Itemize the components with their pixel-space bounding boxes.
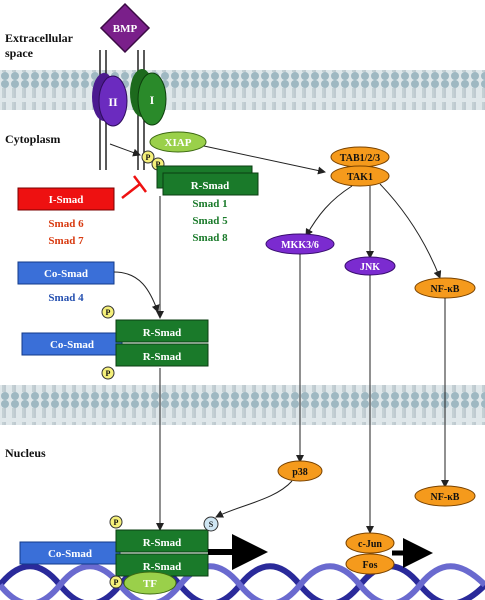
- svg-text:II: II: [108, 95, 118, 109]
- phospho-badge: P: [109, 515, 123, 529]
- svg-text:R-Smad: R-Smad: [143, 351, 182, 363]
- xiap-node: XIAP: [149, 131, 207, 153]
- extracellular-label-2: space: [5, 46, 34, 60]
- svg-text:MKK3/6: MKK3/6: [281, 240, 319, 251]
- svg-text:BMP: BMP: [113, 23, 138, 35]
- xiap-tak1-arrow: [203, 145, 326, 175]
- svg-text:P: P: [106, 369, 111, 378]
- phospho-badge: P: [141, 150, 155, 164]
- phospho-badge: P: [101, 305, 115, 319]
- svg-text:P: P: [114, 578, 119, 587]
- nfkb-node: NF-κB: [414, 277, 476, 299]
- r-smad-member: Smad 5: [192, 215, 228, 227]
- r-smad-member: Smad 1: [192, 198, 227, 210]
- svg-text:P: P: [114, 518, 119, 527]
- nfkb-nuclear-node: NF-κB: [414, 485, 476, 507]
- co-smad-arrow: [113, 271, 160, 313]
- tak1-mkk-arrow: [305, 185, 353, 237]
- dna-helix: [0, 563, 485, 600]
- jnk-node: JNK: [344, 256, 396, 276]
- svg-text:R-Smad: R-Smad: [143, 561, 182, 573]
- tak1-node: TAK1: [330, 165, 390, 187]
- smad-complex-cytoplasm: Co-Smad R-Smad R-Smad: [21, 319, 209, 367]
- svg-text:P: P: [146, 153, 151, 162]
- mkk-node: MKK3/6: [265, 233, 335, 255]
- svg-text:TF: TF: [143, 578, 157, 590]
- p38-node: p38: [277, 460, 323, 482]
- cjun-node: c-Jun: [345, 532, 395, 554]
- tab-node: TAB1/2/3: [330, 146, 390, 168]
- p38-smad-arrow: [215, 480, 293, 518]
- tak1-nfkb-arrow: [379, 183, 442, 279]
- co-smad-box: Co-Smad: [17, 261, 115, 285]
- svg-text:c-Jun: c-Jun: [358, 539, 382, 550]
- phospho-badge: P: [109, 575, 123, 589]
- phospho-badge: P: [101, 366, 115, 380]
- smad-complex-nucleus: Co-Smad R-Smad R-Smad: [19, 529, 209, 577]
- extracellular-label: Extracellular: [5, 31, 74, 45]
- svg-text:I-Smad: I-Smad: [49, 194, 84, 206]
- svg-text:TAB1/2/3: TAB1/2/3: [340, 153, 380, 164]
- i-smad-member: Smad 7: [48, 235, 84, 247]
- svg-text:R-Smad: R-Smad: [143, 327, 182, 339]
- sumo-badge: S: [203, 516, 219, 532]
- cytoplasm-label: Cytoplasm: [5, 132, 60, 146]
- i-smad-box: I-Smad: [17, 187, 115, 211]
- svg-text:R-Smad: R-Smad: [191, 180, 230, 192]
- plasma-membrane: [0, 70, 485, 110]
- svg-text:P: P: [156, 160, 161, 169]
- activation-arrow: [109, 143, 141, 157]
- inhibition-bar: [121, 175, 147, 199]
- svg-text:Fos: Fos: [363, 560, 378, 571]
- svg-text:XIAP: XIAP: [165, 137, 192, 149]
- type-i-receptor: I: [130, 69, 167, 126]
- bmp-ligand: BMP: [99, 2, 151, 54]
- r-smad-box: R-Smad: [156, 165, 259, 196]
- svg-text:Co-Smad: Co-Smad: [50, 339, 94, 351]
- svg-text:Co-Smad: Co-Smad: [44, 268, 88, 280]
- i-smad-member: Smad 6: [48, 218, 84, 230]
- svg-text:p38: p38: [292, 467, 308, 478]
- svg-text:P: P: [106, 308, 111, 317]
- type-ii-receptor: II: [92, 73, 128, 127]
- nuclear-membrane: [0, 385, 485, 425]
- svg-text:I: I: [150, 93, 155, 107]
- svg-text:Co-Smad: Co-Smad: [48, 548, 92, 560]
- svg-text:NF-κB: NF-κB: [431, 284, 460, 295]
- nucleus-label: Nucleus: [5, 446, 46, 460]
- svg-text:R-Smad: R-Smad: [143, 537, 182, 549]
- co-smad-member: Smad 4: [48, 292, 84, 304]
- svg-text:NF-κB: NF-κB: [431, 492, 460, 503]
- tf-node: TF: [123, 571, 177, 595]
- svg-text:S: S: [209, 520, 214, 529]
- r-smad-member: Smad 8: [192, 232, 228, 244]
- svg-text:TAK1: TAK1: [347, 172, 373, 183]
- svg-text:JNK: JNK: [360, 262, 380, 273]
- fos-node: Fos: [345, 553, 395, 575]
